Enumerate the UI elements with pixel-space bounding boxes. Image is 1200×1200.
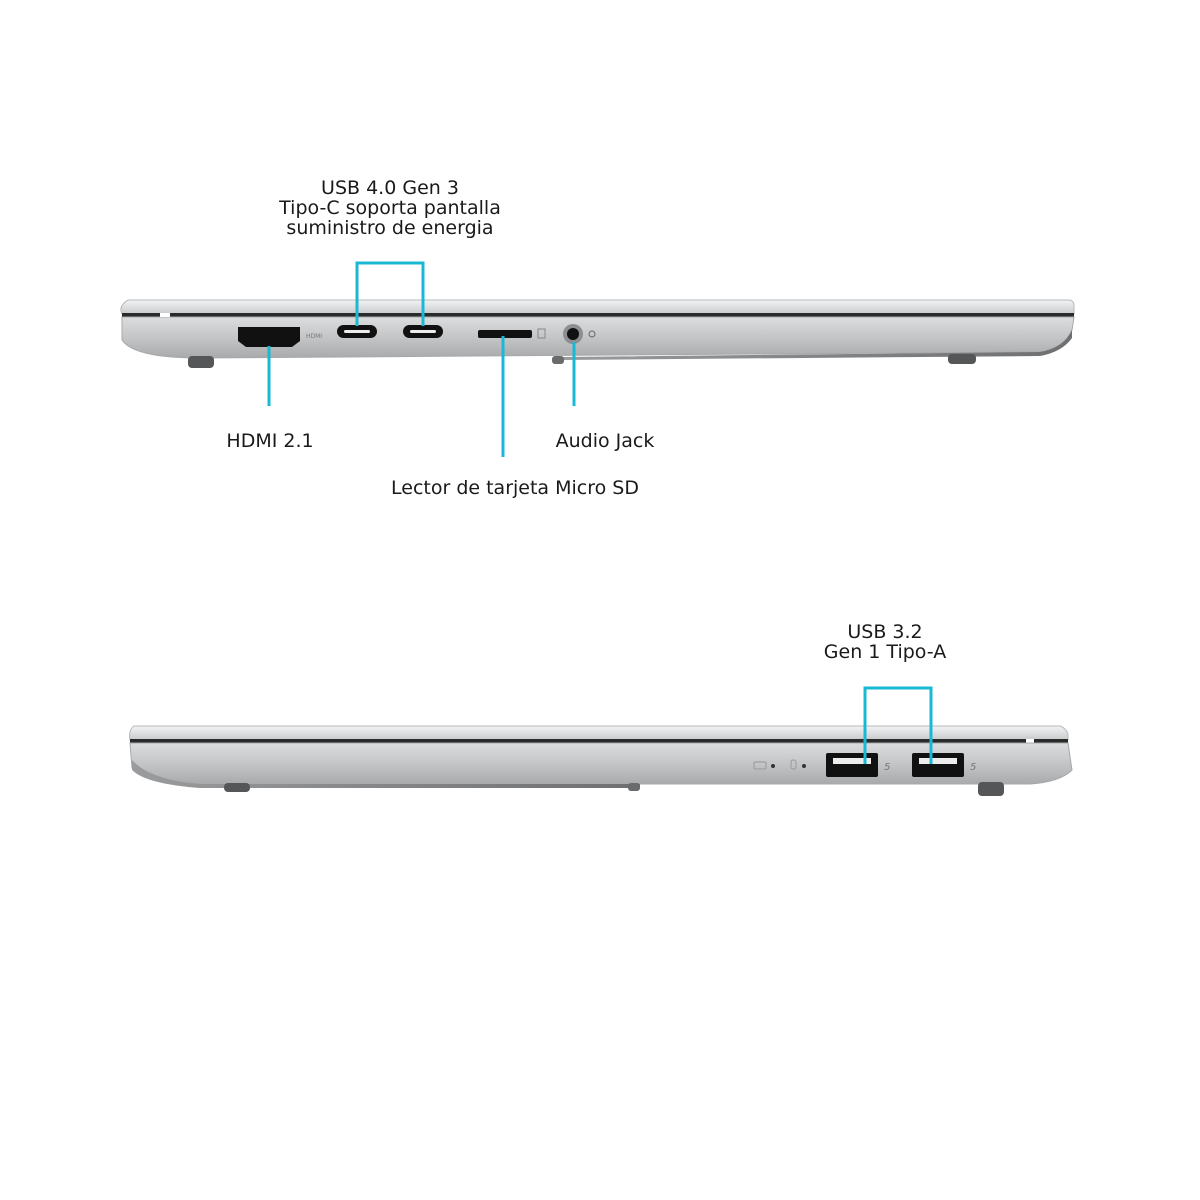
- audio-jack-label: Audio Jack: [555, 430, 655, 452]
- usb32-label-line1: USB 3.2: [847, 621, 923, 643]
- hdmi-label: HDMI 2.1: [226, 430, 314, 452]
- callouts-bottom: [863, 686, 933, 764]
- usb-a-port-2: [912, 753, 964, 777]
- laptop-left-side: HDMI: [120, 299, 1075, 368]
- callouts-top: [267, 261, 576, 457]
- laptop-right-side: 5 5: [129, 725, 1073, 796]
- hdmi-port-mark: HDMI: [306, 333, 322, 340]
- battery-indicator-icon: [753, 761, 767, 770]
- usb4-label: USB 4.0 Gen 3 Tipo-C soporta pantalla su…: [260, 178, 520, 238]
- usb-speed-mark-1: 5: [884, 762, 890, 773]
- usb4-label-line3: suministro de energia: [286, 217, 494, 239]
- micro-sd-slot: [478, 330, 532, 338]
- usb32-label-line2: Gen 1 Tipo-A: [823, 641, 947, 663]
- usb-a-callout-bracket: [863, 686, 933, 764]
- usb-speed-mark-2: 5: [970, 762, 976, 773]
- usb-c-callout-bracket: [355, 261, 425, 326]
- usb-a-port-1: [826, 753, 878, 777]
- usb4-label-line2: Tipo-C soporta pantalla: [279, 197, 501, 219]
- sd-reader-label: Lector de tarjeta Micro SD: [391, 477, 639, 499]
- power-indicator-icon: [790, 759, 797, 770]
- hdmi-port: [238, 327, 300, 347]
- usb4-label-line1: USB 4.0 Gen 3: [321, 177, 459, 199]
- usb32-label: USB 3.2 Gen 1 Tipo-A: [795, 622, 975, 662]
